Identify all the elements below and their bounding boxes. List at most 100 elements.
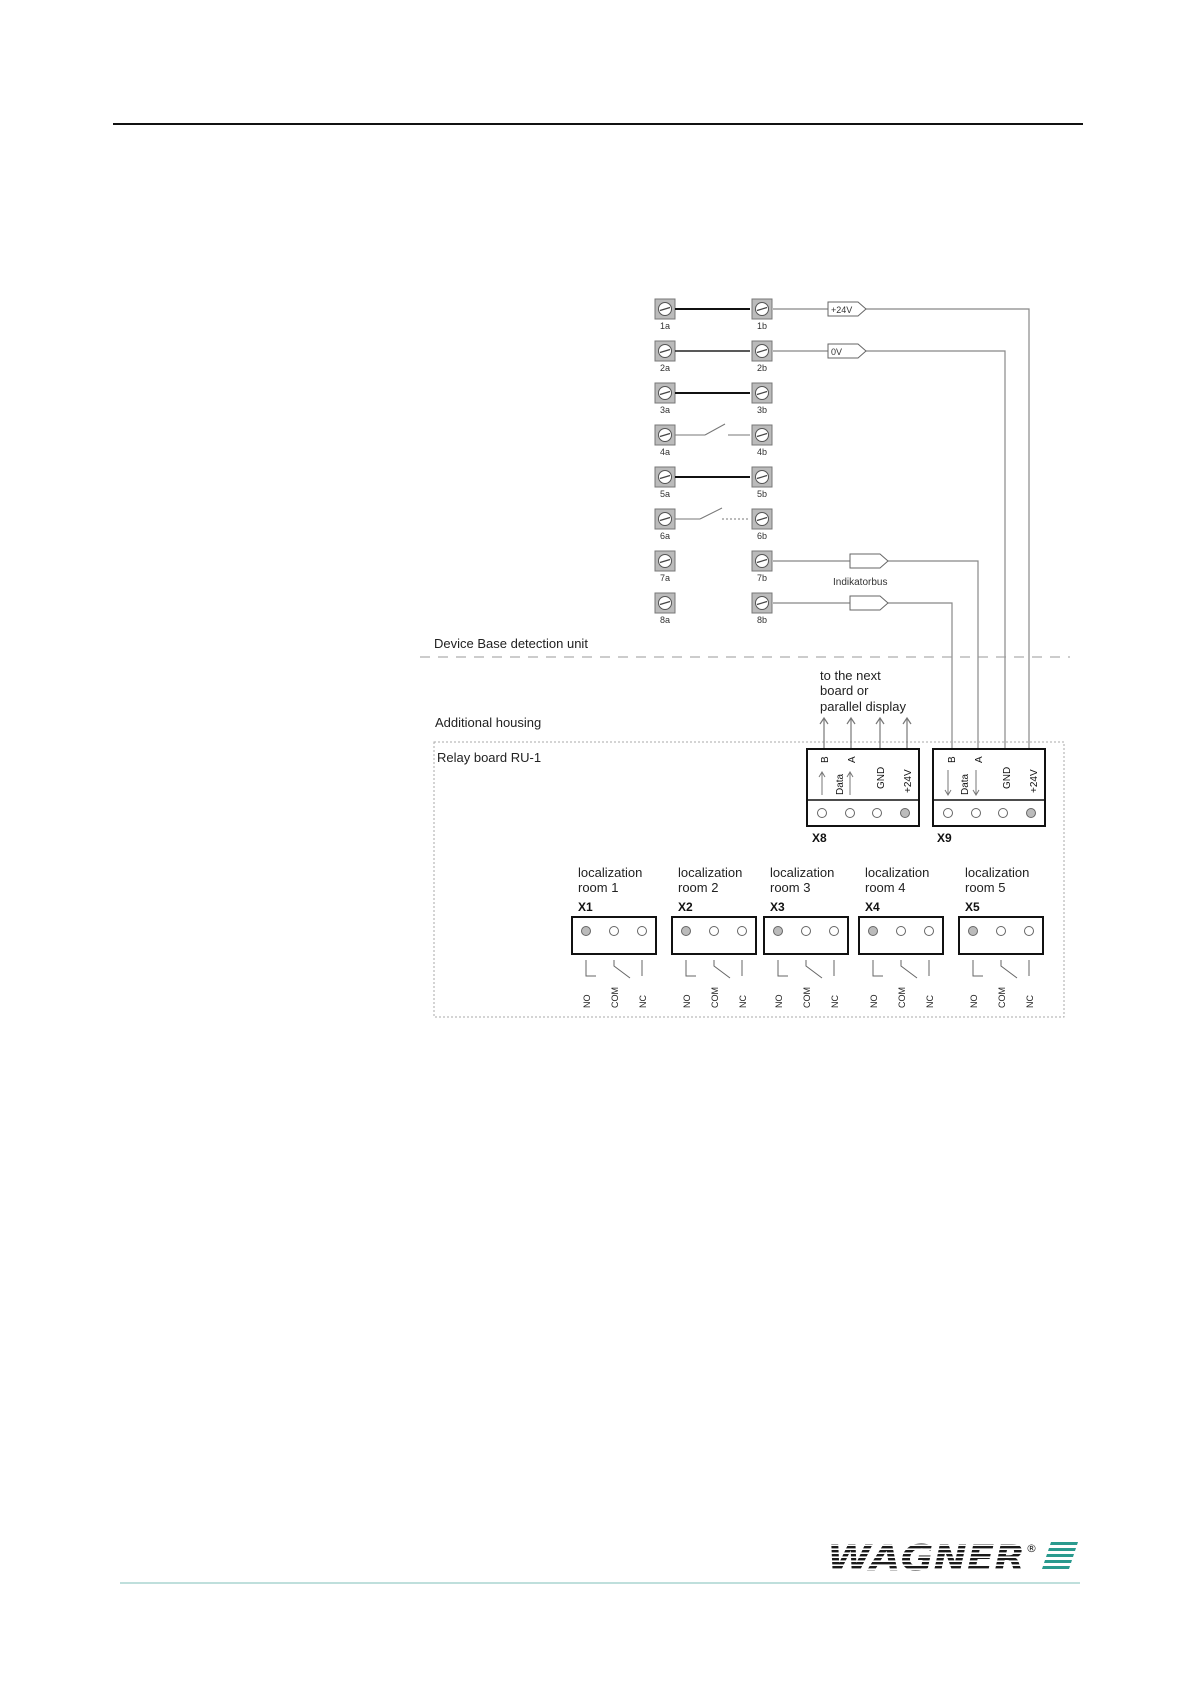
terminal-label-6b: 6b <box>757 531 767 541</box>
logo-wordmark: WAGNER <box>827 1538 1025 1574</box>
room-label-line-1: localization <box>770 865 834 880</box>
relay-pin-hole <box>968 926 978 936</box>
x8-pin-data: Data <box>835 773 846 795</box>
relay-pin-hole <box>996 926 1006 936</box>
room-connector-label: X4 <box>865 900 880 914</box>
flag-0v-label: 0V <box>831 347 842 357</box>
wire-0v <box>864 350 1006 750</box>
relay-contact-icon <box>585 960 643 979</box>
x8-pin-24v: +24V <box>903 769 914 793</box>
relay-pin-hole <box>709 926 719 936</box>
x8-pin-b: B <box>820 756 831 763</box>
relay-contact-icon <box>972 960 1030 979</box>
room-label-line-2: room 1 <box>578 880 618 895</box>
relay-pin-hole <box>829 926 839 936</box>
x9-pin-gnd: GND <box>1002 767 1013 789</box>
relay-pin-hole <box>924 926 934 936</box>
terminal-4b: 4b <box>751 424 773 457</box>
connector-x9: B A Data GND +24V X9 <box>932 748 1046 845</box>
terminal-7b: 7b <box>751 550 773 583</box>
terminal-label-5a: 5a <box>660 489 670 499</box>
flag-24v-label: +24V <box>831 305 852 315</box>
room-label-line-1: localization <box>865 865 929 880</box>
relay-board-label: Relay board RU-1 <box>437 750 541 765</box>
x9-pin-data: Data <box>960 773 971 795</box>
relay-pin-hole <box>609 926 619 936</box>
switch-6 <box>675 507 750 520</box>
terminal-5a: 5a <box>654 466 676 499</box>
room-connector-label: X2 <box>678 900 693 914</box>
terminal-2a: 2a <box>654 340 676 373</box>
room-label-line-2: room 4 <box>865 880 905 895</box>
x8-label: X8 <box>812 831 827 845</box>
terminal-label-5b: 5b <box>757 489 767 499</box>
relay-pin-label-nc: NC <box>925 995 935 1008</box>
terminal-2b: 2b <box>751 340 773 373</box>
flag-24v: +24V <box>827 301 867 317</box>
terminal-1b: 1b <box>751 298 773 331</box>
relay-pin-hole <box>896 926 906 936</box>
terminal-5b: 5b <box>751 466 773 499</box>
terminal-3a: 3a <box>654 382 676 415</box>
wire-8b <box>888 602 953 750</box>
relay-pin-label-nc: NC <box>638 995 648 1008</box>
terminal-label-2b: 2b <box>757 363 767 373</box>
terminal-label-6a: 6a <box>660 531 670 541</box>
room-label-line-2: room 3 <box>770 880 810 895</box>
relay-pin-label-nc: NC <box>1025 995 1035 1008</box>
next-board-line-1: to the next <box>820 668 881 683</box>
connector-x8: B A Data GND +24V X8 <box>806 748 920 845</box>
room-label-line-1: localization <box>678 865 742 880</box>
x8-pin-a: A <box>847 756 858 763</box>
flag-indicator-bus-2 <box>849 595 889 611</box>
next-board-arrows <box>819 716 912 749</box>
indicator-bus-label: Indikatorbus <box>833 577 887 588</box>
relay-pin-hole <box>801 926 811 936</box>
terminal-label-7a: 7a <box>660 573 670 583</box>
relay-pin-label-nc: NC <box>738 995 748 1008</box>
relay-pin-hole <box>637 926 647 936</box>
room-connector-label: X3 <box>770 900 785 914</box>
next-board-line-2: board or <box>820 683 869 698</box>
switch-4 <box>675 423 750 436</box>
wire-24v <box>864 308 1030 750</box>
terminal-3b: 3b <box>751 382 773 415</box>
terminal-label-1b: 1b <box>757 321 767 331</box>
relay-pin-hole <box>773 926 783 936</box>
logo-registered-mark: ® <box>1026 1542 1037 1555</box>
relay-pin-label-com: COM <box>802 987 812 1008</box>
wire-7b <box>888 560 979 750</box>
device-base-label: Device Base detection unit <box>434 636 588 651</box>
flag-0v: 0V <box>827 343 867 359</box>
relay-board-outline <box>433 741 1065 1018</box>
terminal-7a: 7a <box>654 550 676 583</box>
x9-pin-24v: +24V <box>1029 769 1040 793</box>
x9-pin-b: B <box>947 756 958 763</box>
room-label-line-2: room 2 <box>678 880 718 895</box>
terminal-4a: 4a <box>654 424 676 457</box>
relay-pin-label-no: NO <box>869 995 879 1009</box>
x8-pin-gnd: GND <box>876 767 887 789</box>
room-label-line-1: localization <box>578 865 642 880</box>
relay-pin-label-com: COM <box>897 987 907 1008</box>
relay-pin-label-com: COM <box>997 987 1007 1008</box>
relay-contact-icon <box>872 960 930 979</box>
terminal-label-4a: 4a <box>660 447 670 457</box>
flag-indicator-bus-1 <box>849 553 889 569</box>
room-label-line-2: room 5 <box>965 880 1005 895</box>
logo-stripes-icon <box>1042 1542 1078 1569</box>
room-label-line-1: localization <box>965 865 1029 880</box>
terminal-bridges <box>675 308 750 478</box>
relay-pin-hole <box>581 926 591 936</box>
relay-pin-label-com: COM <box>610 987 620 1008</box>
additional-housing-label: Additional housing <box>435 715 541 730</box>
room-connector-label: X1 <box>578 900 593 914</box>
